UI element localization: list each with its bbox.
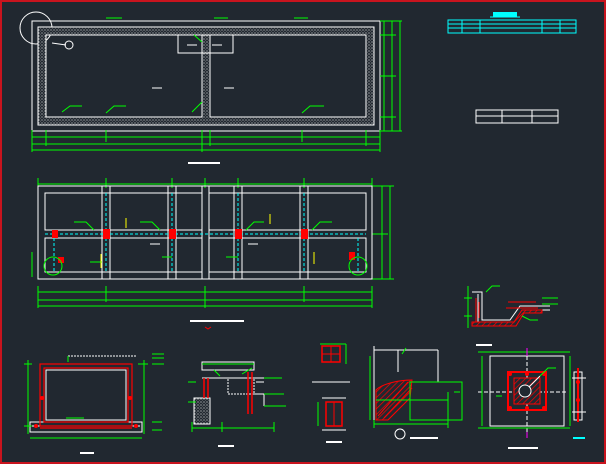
detail-section-4 bbox=[369, 346, 463, 440]
detail-a bbox=[464, 285, 558, 346]
section-symbol-circle bbox=[394, 428, 406, 440]
manhole-right-circle bbox=[348, 256, 368, 276]
detail-section-6 bbox=[569, 368, 586, 439]
detail-section-3 bbox=[312, 343, 350, 443]
detail-section-2 bbox=[188, 361, 286, 447]
top-plan-view bbox=[19, 11, 402, 164]
detail-section-5 bbox=[478, 348, 571, 449]
middle-plan-view bbox=[31, 178, 394, 330]
detail-section-1 bbox=[24, 353, 164, 454]
manhole-left-circle bbox=[43, 256, 63, 276]
top-right-section bbox=[447, 12, 577, 124]
